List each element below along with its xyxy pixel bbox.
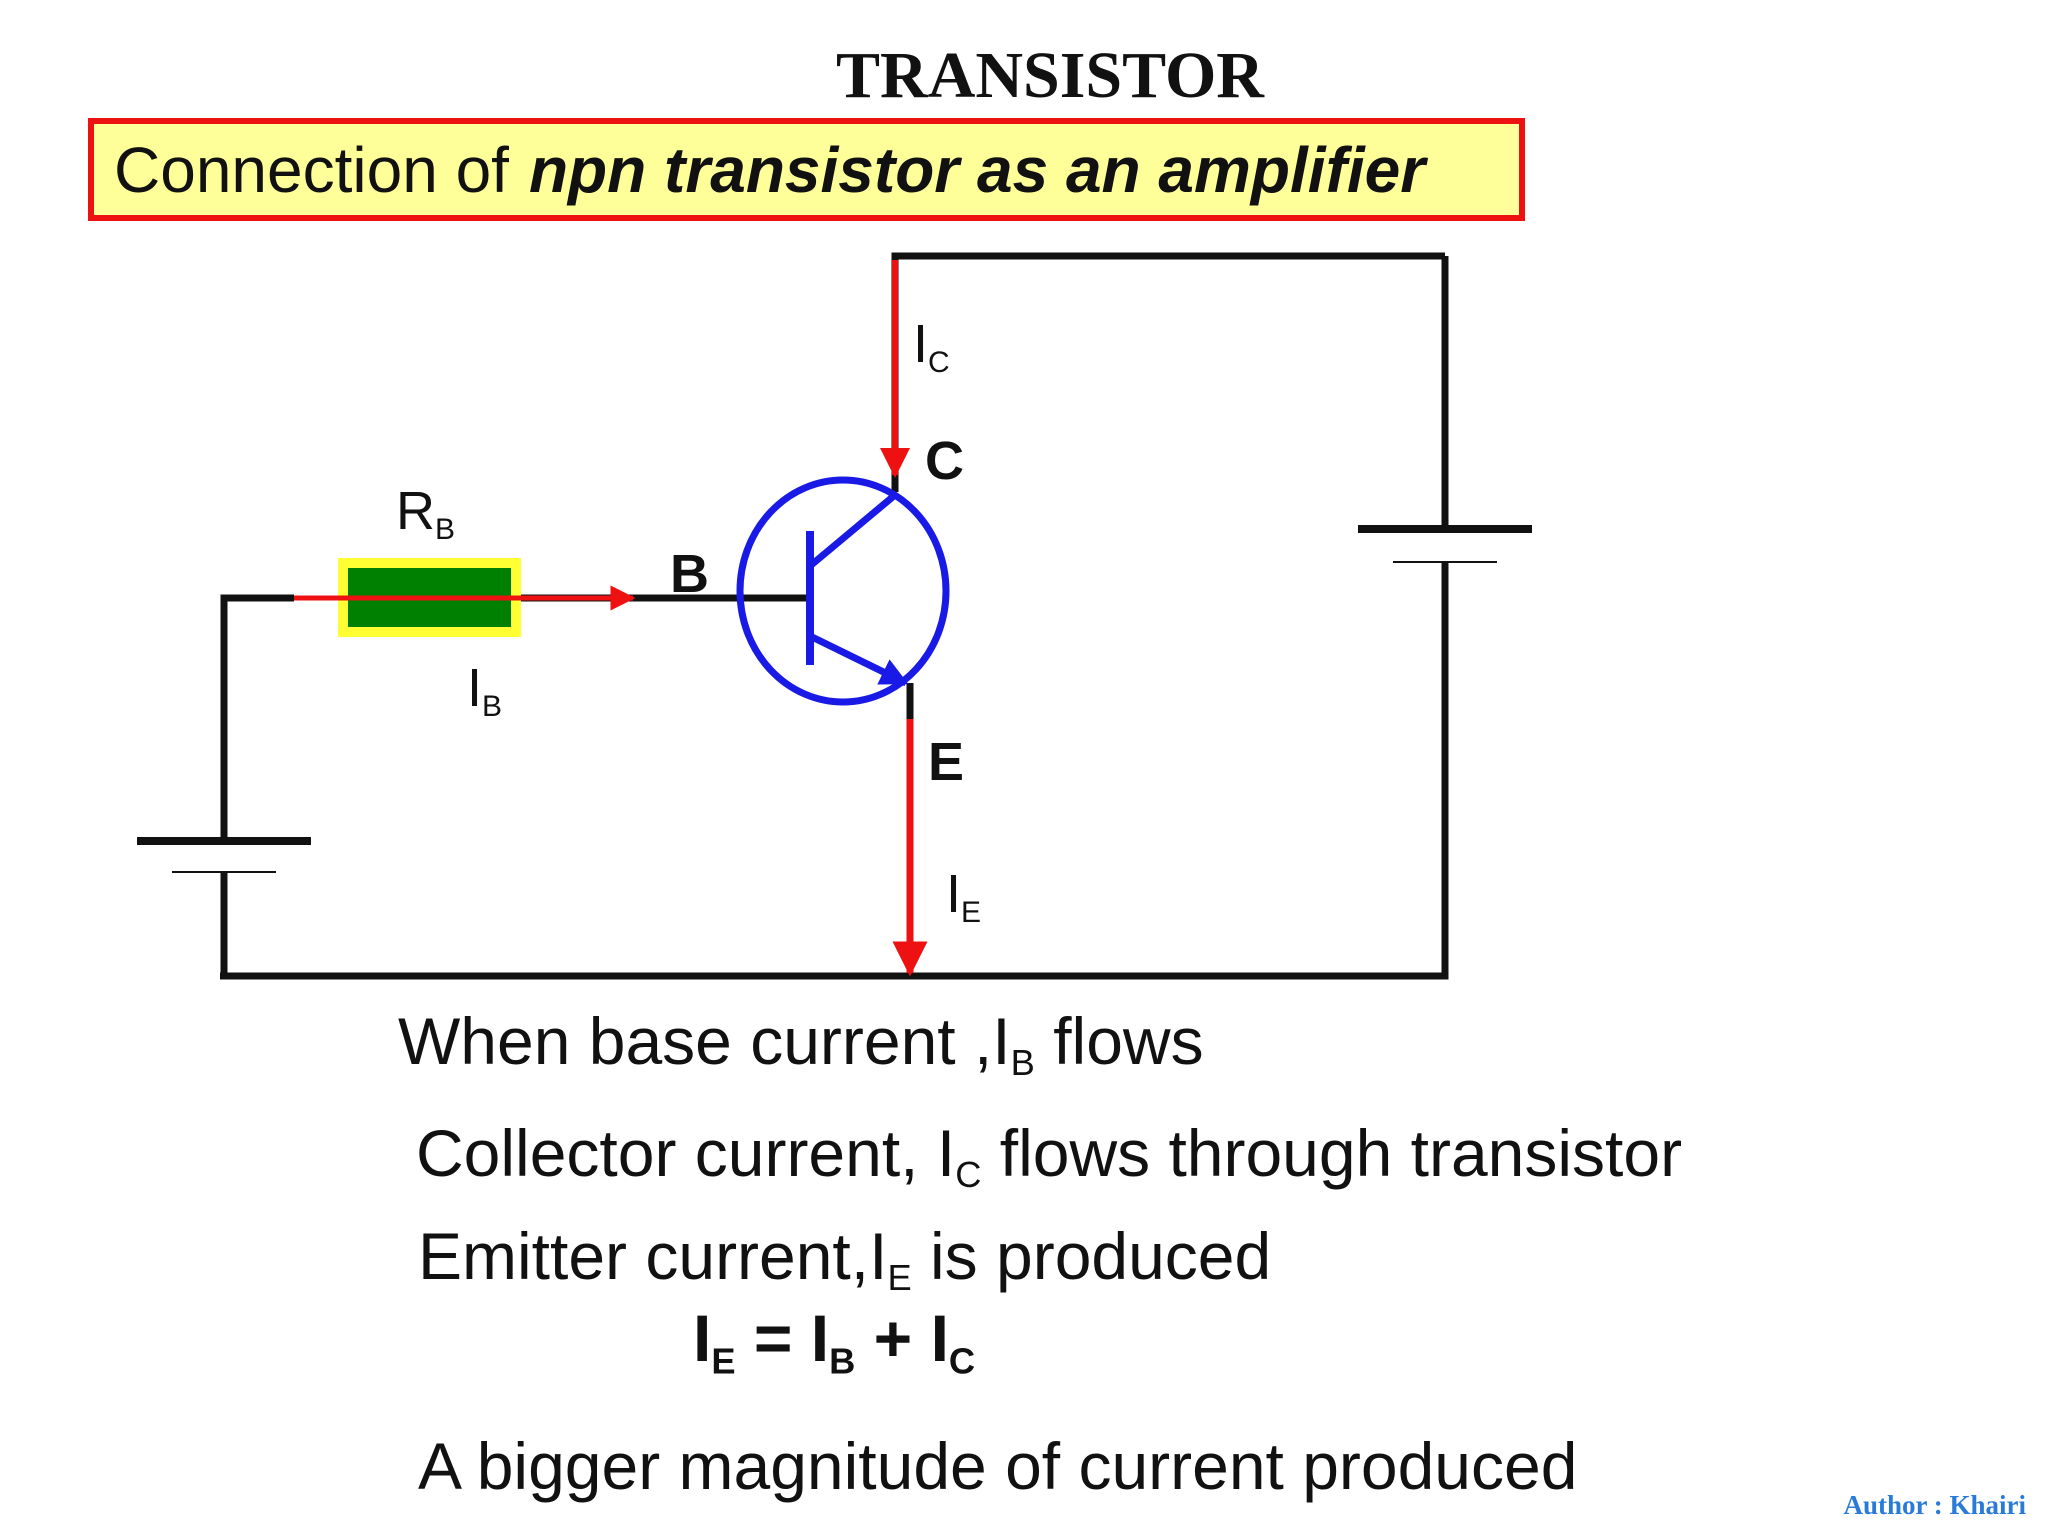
subtitle-emphasis: npn transistor as an amplifier bbox=[528, 133, 1426, 206]
explanation-line-base: When base current ,IB flows bbox=[398, 1004, 1204, 1083]
current-formula: IE = IB + IC bbox=[693, 1301, 976, 1382]
collector-battery-symbol bbox=[1358, 525, 1532, 563]
base-battery-symbol bbox=[137, 837, 311, 873]
author-credit: Author : Khairi bbox=[1843, 1490, 2026, 1520]
terminal-b-label: B bbox=[670, 544, 709, 604]
page-title: TRANSISTOR bbox=[836, 39, 1264, 112]
npn-transistor-symbol bbox=[736, 476, 950, 706]
terminal-e-label: E bbox=[928, 732, 964, 792]
explanation-line-collector: Collector current, IC flows through tran… bbox=[416, 1116, 1683, 1195]
ib-label: IB bbox=[467, 658, 502, 723]
return-wire bbox=[220, 562, 1449, 980]
terminal-c-label: C bbox=[925, 431, 964, 491]
base-loop-wire bbox=[220, 594, 294, 841]
ie-label: IE bbox=[946, 864, 981, 929]
explanation-line-magnitude: A bigger magnitude of current produced bbox=[418, 1429, 1578, 1503]
rb-label: RB bbox=[396, 481, 455, 546]
subtitle-plain: Connection of bbox=[114, 133, 509, 206]
subtitle-box: Connection of npn transistor as an ampli… bbox=[88, 118, 1525, 221]
ic-label: IC bbox=[913, 314, 950, 379]
explanation-line-emitter: Emitter current,IE is produced bbox=[418, 1219, 1272, 1298]
collector-top-wire bbox=[891, 252, 1445, 492]
